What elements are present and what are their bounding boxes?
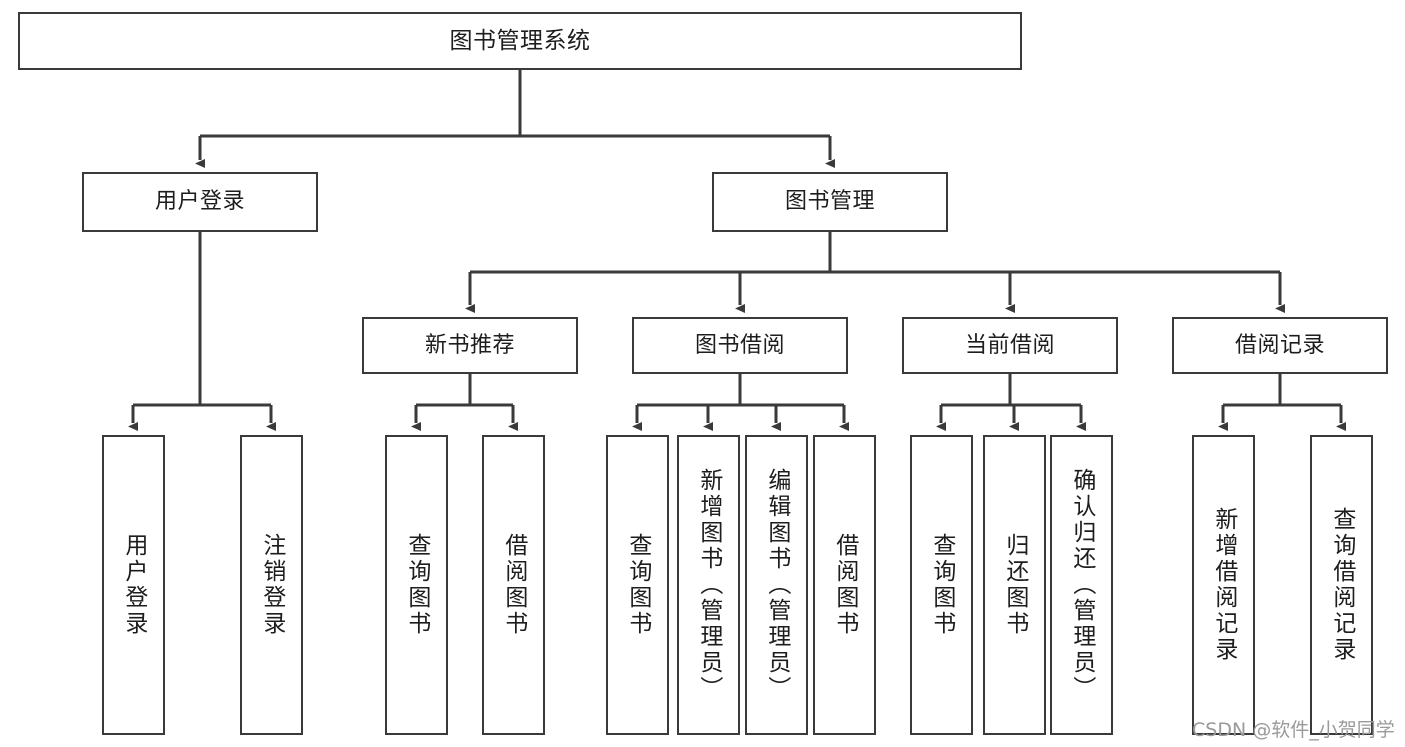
node-current-borrow[interactable]: 当前借阅: [902, 317, 1118, 374]
leaf-borrow-lend-book[interactable]: 借阅图书: [813, 435, 876, 735]
leaf-newbook-borrow-book[interactable]: 借阅图书: [482, 435, 545, 735]
connector-borrow-to-leaves: [632, 374, 849, 431]
connector-bookmgmt-to-level3: [465, 232, 1285, 313]
node-root-label: 图书管理系统: [449, 27, 591, 54]
leaf-user-logout-label: 注销登录: [258, 533, 285, 637]
node-user-login[interactable]: 用户登录: [82, 172, 318, 232]
leaf-current-confirm-return-admin-label: 确认归还（管理员）: [1068, 468, 1095, 702]
leaf-borrow-edit-book-admin-label: 编辑图书（管理员）: [763, 468, 790, 702]
node-root[interactable]: 图书管理系统: [18, 12, 1022, 70]
leaf-newbook-borrow-book-label: 借阅图书: [500, 533, 527, 637]
node-borrow-records-label: 借阅记录: [1234, 332, 1325, 358]
leaf-borrow-lend-book-label: 借阅图书: [831, 533, 858, 637]
node-new-book-recommend[interactable]: 新书推荐: [362, 317, 578, 374]
node-new-book-recommend-label: 新书推荐: [424, 332, 515, 358]
node-book-management[interactable]: 图书管理: [712, 172, 948, 232]
connector-current-to-leaves: [936, 374, 1086, 431]
connector-records-to-leaves: [1218, 374, 1346, 431]
node-borrow-records[interactable]: 借阅记录: [1172, 317, 1388, 374]
leaf-user-login-label: 用户登录: [120, 533, 147, 637]
leaf-borrow-add-book-admin-label: 新增图书（管理员）: [695, 468, 722, 702]
leaf-borrow-edit-book-admin[interactable]: 编辑图书（管理员）: [745, 435, 808, 735]
leaf-records-add-record-label: 新增借阅记录: [1210, 507, 1237, 663]
connector-login-to-leaves: [128, 232, 276, 431]
node-current-borrow-label: 当前借阅: [964, 332, 1055, 358]
leaf-current-query-book-label: 查询图书: [928, 533, 955, 637]
leaf-user-login[interactable]: 用户登录: [102, 435, 165, 735]
node-book-management-label: 图书管理: [784, 189, 875, 214]
leaf-records-add-record[interactable]: 新增借阅记录: [1192, 435, 1255, 735]
connector-newbook-to-leaves: [411, 374, 518, 431]
node-user-login-label: 用户登录: [154, 189, 245, 214]
leaf-current-confirm-return-admin[interactable]: 确认归还（管理员）: [1050, 435, 1113, 735]
leaf-records-query-record[interactable]: 查询借阅记录: [1310, 435, 1373, 735]
leaf-current-return-book[interactable]: 归还图书: [983, 435, 1046, 735]
leaf-user-logout[interactable]: 注销登录: [240, 435, 303, 735]
leaf-current-return-book-label: 归还图书: [1001, 533, 1028, 637]
leaf-borrow-query-book-label: 查询图书: [624, 533, 651, 637]
node-book-borrow-label: 图书借阅: [694, 332, 785, 358]
node-book-borrow[interactable]: 图书借阅: [632, 317, 848, 374]
leaf-newbook-query-book-label: 查询图书: [403, 533, 430, 637]
leaf-records-query-record-label: 查询借阅记录: [1328, 507, 1355, 663]
leaf-newbook-query-book[interactable]: 查询图书: [385, 435, 448, 735]
connector-root-to-level2: [195, 70, 835, 168]
leaf-borrow-add-book-admin[interactable]: 新增图书（管理员）: [677, 435, 740, 735]
leaf-borrow-query-book[interactable]: 查询图书: [606, 435, 669, 735]
leaf-current-query-book[interactable]: 查询图书: [910, 435, 973, 735]
